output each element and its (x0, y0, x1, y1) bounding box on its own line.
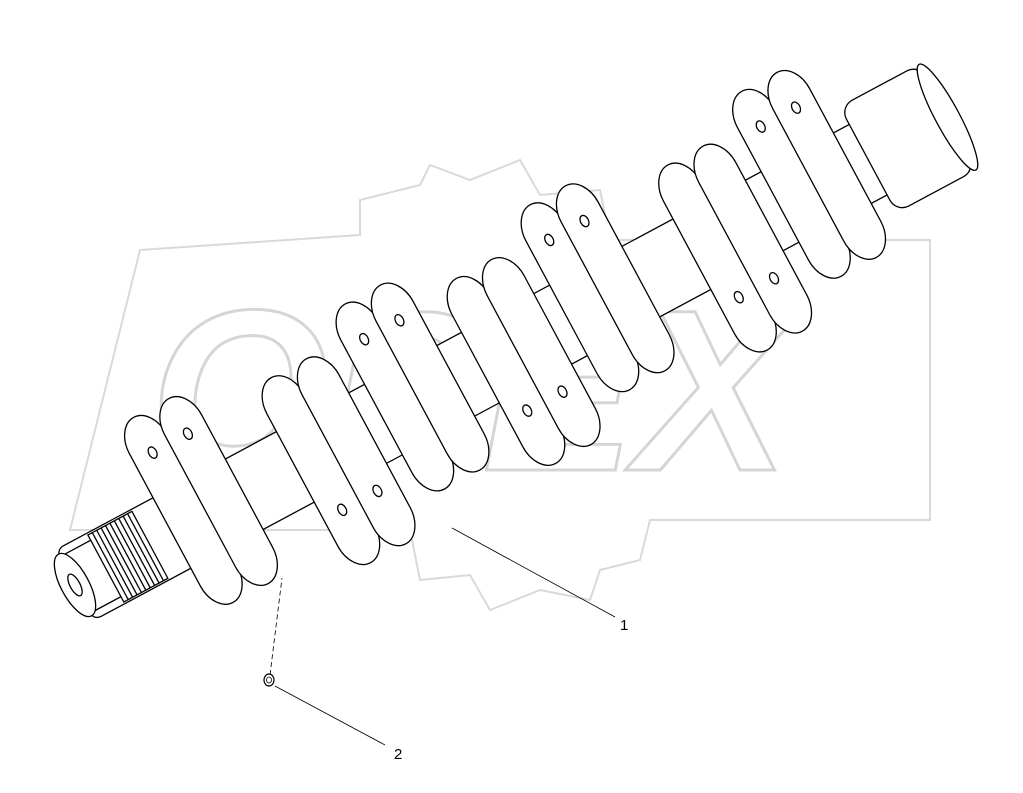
oil-hole (394, 314, 405, 327)
oil-hole (557, 385, 568, 398)
gear-tooth (109, 522, 147, 591)
leader-line-1 (451, 527, 616, 618)
crank-web (159, 395, 279, 586)
gear-tooth (100, 527, 138, 596)
oil-hole (358, 332, 370, 346)
oil-hole (337, 503, 348, 517)
leader-line-2 (274, 685, 386, 746)
crank-web (767, 69, 887, 260)
crank-web (481, 257, 601, 448)
oil-hole (182, 427, 194, 440)
oil-hole (147, 446, 158, 459)
crank-web (693, 143, 813, 334)
oil-hole (790, 101, 802, 114)
crank-web (370, 282, 490, 473)
crank-web (296, 356, 416, 547)
watermark-gear (68, 158, 931, 612)
gear-tooth (104, 525, 143, 593)
callout-1[interactable]: 1 (620, 617, 629, 634)
front-bore (67, 573, 83, 597)
part-2-plug (263, 577, 283, 687)
gear-tooth (91, 532, 129, 600)
gear-tooth (126, 513, 165, 581)
gear-tooth (96, 529, 134, 598)
gear-tooth (113, 520, 151, 589)
oil-hole (544, 233, 555, 247)
oil-hole (579, 214, 590, 228)
oil-hole (372, 484, 383, 498)
callout-2[interactable]: 2 (394, 746, 403, 763)
crankshaft (53, 63, 979, 619)
rear-flange-face (916, 63, 979, 172)
gear-tooth (122, 515, 160, 584)
oil-hole (755, 120, 766, 133)
oil-hole (522, 404, 533, 417)
crank-web (555, 183, 675, 374)
gear-tooth (118, 518, 156, 586)
oil-hole (768, 272, 780, 285)
oil-hole (733, 290, 744, 304)
